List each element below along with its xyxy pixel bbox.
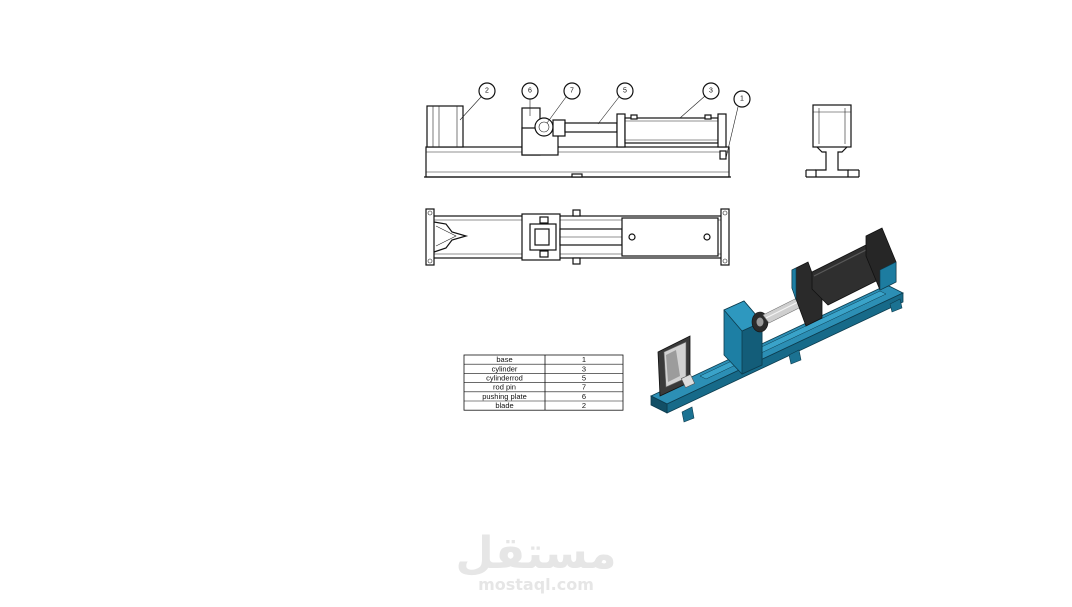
bom-part-name: cylinderrod [486,374,523,383]
bom-part-number: 7 [582,383,586,392]
balloon-label-5: 5 [623,88,627,95]
front-base-beam [425,146,730,178]
bom-part-name: cylinder [492,364,518,373]
bom-part-name: base [496,355,512,364]
balloons: 2 6 7 5 3 1 [459,82,751,159]
balloon-5 [616,82,634,100]
front-cylinder-flange-right [717,113,727,148]
balloon-label-3: 3 [709,88,713,95]
bom-part-number: 2 [582,401,586,410]
top-blade [433,221,469,253]
balloon-2 [478,82,496,100]
bom-part-name: pushing plate [482,392,527,401]
isometric-render [650,227,904,423]
bom-part-name: rod pin [493,383,516,392]
bom-table: base 1 cylinder 3 cylinderrod 5 rod pin 7 pushin… [463,354,624,411]
bom-part-number: 1 [582,355,586,364]
bom-part-name: blade [495,401,513,410]
front-cylinder-flange-left [616,113,626,148]
balloon-label-7: 7 [570,88,574,95]
balloon-1 [733,90,751,108]
balloon-3 [702,82,720,100]
balloon-7 [563,82,581,100]
balloon-6 [521,82,539,100]
watermark-arabic: مستقل [456,528,617,579]
balloon-label-1: 1 [740,96,744,103]
front-view [424,105,731,178]
watermark-url: mostaql.com [478,575,594,594]
watermark: مستقل mostaql.com [456,528,617,594]
balloon-label-6: 6 [528,88,532,95]
front-rod-pin [534,117,554,137]
front-cylinder-rod [564,122,618,133]
front-blade [426,105,464,148]
top-view [425,208,730,266]
side-view [805,104,860,178]
balloon-label-2: 2 [485,88,489,95]
bom-part-number: 3 [582,364,586,373]
front-cylinder-body [624,117,719,144]
bom-part-number: 6 [582,392,586,401]
top-cylinder [621,217,719,257]
bom-part-number: 5 [582,374,586,383]
